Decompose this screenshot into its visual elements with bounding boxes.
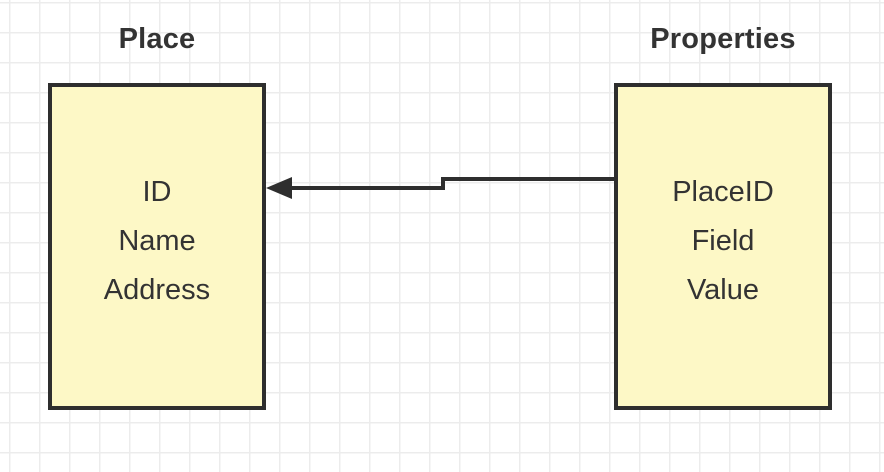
field-properties-value: Value: [686, 274, 760, 306]
field-place-id: ID: [142, 176, 172, 208]
arrowhead-icon: [266, 177, 292, 199]
field-list-place: ID Name Address: [52, 168, 262, 315]
connector-line: [288, 177, 614, 190]
entity-title-properties: Properties: [650, 23, 796, 55]
entity-title-place: Place: [118, 23, 196, 55]
field-list-properties: PlaceID Field Value: [618, 168, 828, 315]
entity-box-place[interactable]: ID Name Address: [48, 83, 266, 410]
field-properties-field: Field: [691, 225, 755, 257]
field-place-name: Name: [118, 225, 196, 257]
field-place-address: Address: [103, 274, 211, 306]
field-properties-placeid: PlaceID: [672, 176, 774, 208]
entity-box-properties[interactable]: PlaceID Field Value: [614, 83, 832, 410]
